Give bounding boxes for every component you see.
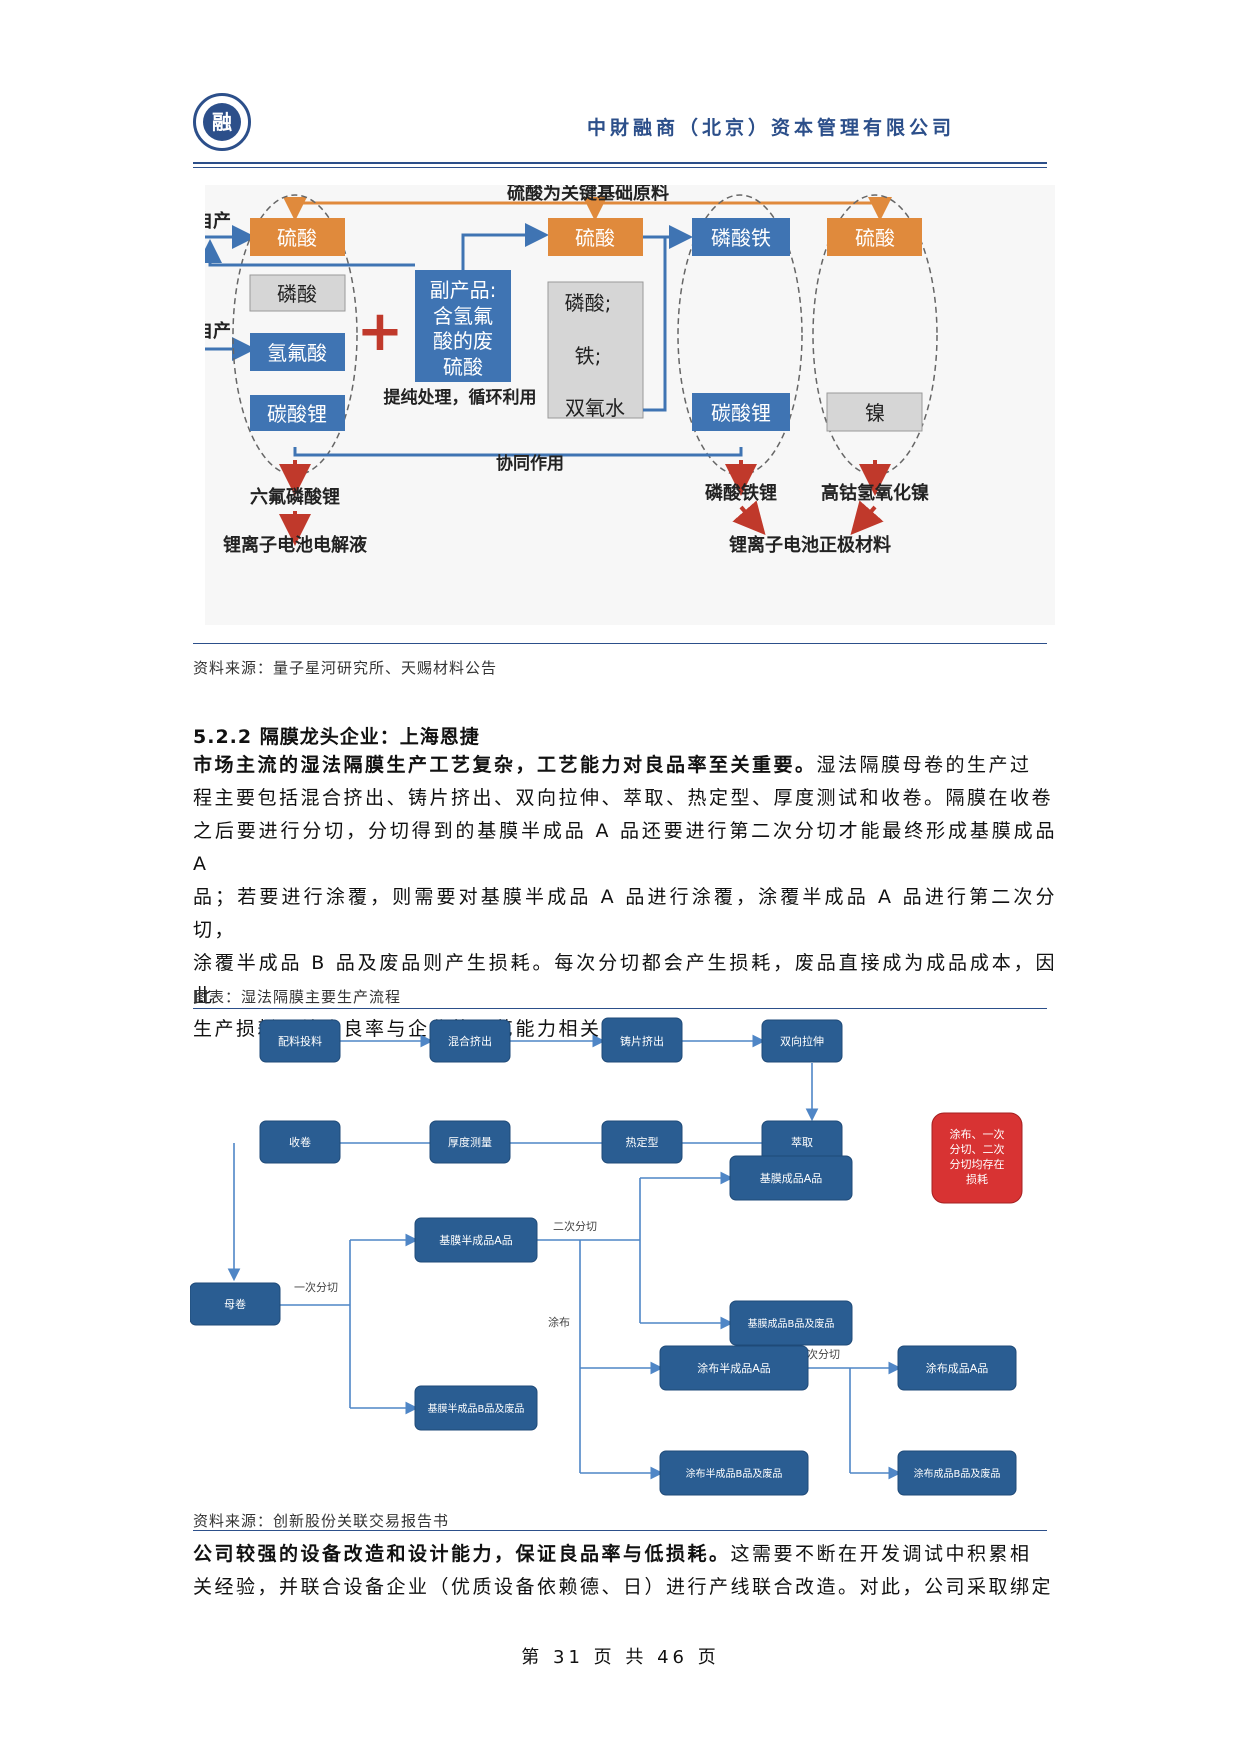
- box-sulfuric-2: 硫酸: [575, 226, 615, 250]
- label-second-cut-1: 二次分切: [553, 1219, 597, 1233]
- box-nickel: 镍: [865, 401, 885, 425]
- para1-line-1: 程主要包括混合挤出、铸片挤出、双向拉伸、萃取、热定型、厚度测试和收卷。隔膜在收卷: [193, 787, 1054, 809]
- box-mix-extrude: 混合挤出: [448, 1034, 492, 1048]
- synergy-label: 协同作用: [496, 453, 564, 474]
- box-coat-semi-b: 涂布半成品B品及废品: [686, 1467, 783, 1480]
- box-coat-semi-a: 涂布半成品A品: [697, 1361, 771, 1375]
- red-note-2: 分切、二次: [950, 1142, 1005, 1156]
- box-lfp: 磷酸铁: [711, 226, 771, 250]
- self-produce-label-2: 自产: [205, 320, 231, 342]
- para1-line-4: 涂覆半成品 B 品及废品则产生损耗。每次分切都会产生损耗，废品直接成为成品成本，…: [193, 952, 1057, 1007]
- box-coat-final-a: 涂布成品A品: [926, 1361, 989, 1375]
- byproduct-line-4: 硫酸: [443, 355, 483, 379]
- source-2: 资料来源：创新股份关联交易报告书: [193, 1512, 450, 1530]
- label-first-cut: 一次分切: [294, 1280, 338, 1294]
- membrane-process-flowchart: 一次分切 二次分切 涂布 二次分切 配料投料 混合挤出 铸片挤出 双向拉伸 萃取…: [189, 1008, 1060, 1508]
- box-heat-set: 热定型: [626, 1135, 659, 1149]
- header-rule-thin: [193, 167, 1047, 168]
- gray-line-3: 双氧水: [565, 396, 625, 420]
- section-title: 5.2.2 隔膜龙头企业：上海恩捷: [193, 726, 480, 748]
- box-base-final-b: 基膜成品B品及废品: [748, 1317, 835, 1330]
- box-extraction: 萃取: [791, 1136, 813, 1149]
- box-base-semi-a: 基膜半成品A品: [439, 1233, 513, 1247]
- box-base-final-a: 基膜成品A品: [760, 1172, 823, 1185]
- top-bracket: [293, 201, 882, 215]
- box-biaxial-stretch: 双向拉伸: [780, 1034, 824, 1048]
- para2-line1: 这需要不断在开发调试中积累相: [730, 1543, 1032, 1565]
- company-name: 中財融商（北京）资本管理有限公司: [586, 117, 955, 139]
- source-rule-2: [193, 1530, 1047, 1531]
- para2-bold: 公司较强的设备改造和设计能力，保证良品率与低损耗。: [193, 1543, 731, 1565]
- box-thickness: 厚度测量: [448, 1135, 492, 1149]
- purify-label: 提纯处理，循环利用: [384, 387, 537, 408]
- box-li2co3-2: 碳酸锂: [711, 401, 771, 425]
- source-rule-1: [193, 643, 1047, 644]
- top-label: 硫酸为关键基础原料: [507, 185, 669, 204]
- label-coat: 涂布: [548, 1315, 570, 1329]
- box-mother-roll: 母卷: [224, 1297, 246, 1311]
- plus-sign: +: [357, 299, 404, 364]
- sulfuric-acid-diagram: 硫酸为关键基础原料 自产 自产 硫酸 磷酸 氢氟酸 碳酸锂 + 副产品: 含氢氟…: [175, 182, 1055, 625]
- paragraph-2: 公司较强的设备改造和设计能力，保证良品率与低损耗。这需要不断在开发调试中积累相 …: [193, 1538, 1057, 1604]
- box-cast-extrude: 铸片挤出: [620, 1034, 664, 1048]
- box-batching: 配料投料: [278, 1034, 322, 1048]
- paragraph-1: 市场主流的湿法隔膜生产工艺复杂，工艺能力对良品率至关重要。湿法隔膜母卷的生产过 …: [193, 749, 1057, 1046]
- byproduct-line-1: 副产品:: [430, 278, 497, 302]
- box-base-semi-b: 基膜半成品B品及废品: [428, 1402, 525, 1415]
- self-produce-label-1: 自产: [205, 210, 231, 232]
- box-winding: 收卷: [289, 1135, 311, 1149]
- gray-line-1: 磷酸;: [565, 291, 612, 315]
- box-sulfuric-3: 硫酸: [855, 226, 895, 250]
- para1-line-2: 之后要进行分切，分切得到的基膜半成品 A 品还要进行第二次分切才能最终形成基膜成…: [193, 820, 1057, 875]
- red-note-1: 涂布、一次: [950, 1127, 1005, 1141]
- red-note-4: 损耗: [966, 1172, 988, 1186]
- out-cathode: 锂离子电池正极材料: [729, 534, 891, 556]
- para1-bold: 市场主流的湿法隔膜生产工艺复杂，工艺能力对良品率至关重要。: [193, 754, 817, 776]
- out-electrolyte: 锂离子电池电解液: [223, 534, 368, 556]
- byproduct-line-3: 酸的废: [433, 329, 493, 353]
- box-sulfuric-1: 硫酸: [277, 226, 317, 250]
- para1-line-3: 品；若要进行涂覆，则需要对基膜半成品 A 品进行涂覆，涂覆半成品 A 品进行第二…: [193, 886, 1057, 941]
- para1-line-0: 湿法隔膜母卷的生产过: [816, 754, 1032, 776]
- red-note-3: 分切均存在: [950, 1157, 1005, 1171]
- out-ncm: 高钴氢氧化镍: [821, 482, 929, 504]
- para2-line2: 关经验，并联合设备企业（优质设备依赖德、日）进行产线联合改造。对此，公司采取绑定: [193, 1576, 1054, 1598]
- box-phosphoric: 磷酸: [277, 282, 317, 306]
- company-logo: 融: [193, 93, 251, 151]
- figure-caption: 图表：湿法隔膜主要生产流程: [193, 988, 402, 1006]
- header-rule: [193, 162, 1047, 164]
- source-1: 资料来源：量子星河研究所、天赐材料公告: [193, 659, 498, 677]
- page-footer: 第 31 页 共 46 页: [521, 1647, 720, 1668]
- gray-line-2: 铁;: [575, 344, 602, 368]
- out-lipf6: 六氟磷酸锂: [250, 486, 340, 508]
- box-li2co3-1: 碳酸锂: [267, 402, 327, 426]
- logo-mark: 融: [203, 103, 241, 141]
- box-coat-final-b: 涂布成品B品及废品: [914, 1467, 1001, 1480]
- caption-rule: [193, 1008, 1047, 1009]
- out-lifepo4: 磷酸铁锂: [705, 482, 777, 504]
- byproduct-line-2: 含氢氟: [433, 304, 493, 328]
- box-hf: 氢氟酸: [267, 341, 327, 365]
